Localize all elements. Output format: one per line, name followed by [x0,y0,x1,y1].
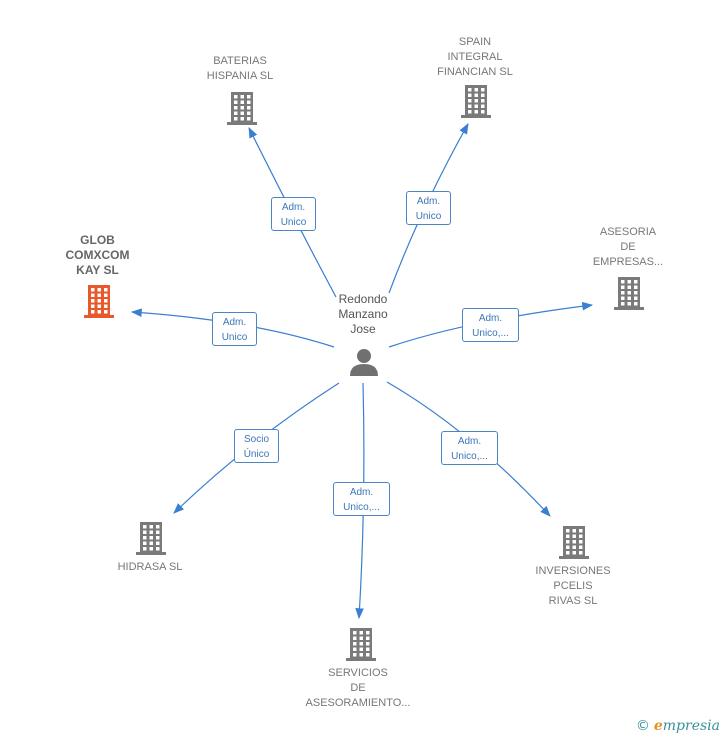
node-label-inversiones[interactable]: INVERSIONES PCELIS RIVAS SL [535,565,611,607]
edge-label-hidrasa[interactable]: Socio Único [234,429,279,463]
empresia-logo-e: e [653,718,663,734]
building-icon-inversiones[interactable] [559,526,589,559]
building-icon-baterias[interactable] [227,92,257,125]
edge-label-baterias[interactable]: Adm. Unico [271,197,316,231]
building-icon-spain[interactable] [461,85,491,118]
node-label-glob[interactable]: GLOB COMXCOM KAY SL [65,233,130,277]
edge-label-asesoria[interactable]: Adm. Unico,... [462,308,519,342]
center-person-label: Redondo Manzano Jose [338,292,388,336]
node-label-hidrasa[interactable]: HIDRASA SL [117,561,183,573]
empresia-footer: ©empresia [636,718,720,734]
edge-label-glob[interactable]: Adm. Unico [212,312,257,346]
building-icon-hidrasa[interactable] [136,522,166,555]
node-label-spain[interactable]: SPAIN INTEGRAL FINANCIAN SL [437,36,513,78]
building-icon-asesoria[interactable] [614,277,644,310]
node-label-baterias[interactable]: BATERIAS HISPANIA SL [206,55,274,82]
building-icon-glob[interactable] [84,285,114,318]
empresia-logo-text: mpresia [662,718,720,734]
building-icon-servicios[interactable] [346,628,376,661]
edge-label-spain[interactable]: Adm. Unico [406,191,451,225]
edge-label-inversiones[interactable]: Adm. Unico,... [441,431,498,465]
edge-label-servicios[interactable]: Adm. Unico,... [333,482,390,516]
person-icon[interactable] [350,349,378,376]
node-label-asesoria[interactable]: ASESORIA DE EMPRESAS... [592,226,664,268]
copyright-icon: © [635,718,650,734]
node-label-servicios[interactable]: SERVICIOS DE ASESORAMIENTO... [305,667,411,709]
